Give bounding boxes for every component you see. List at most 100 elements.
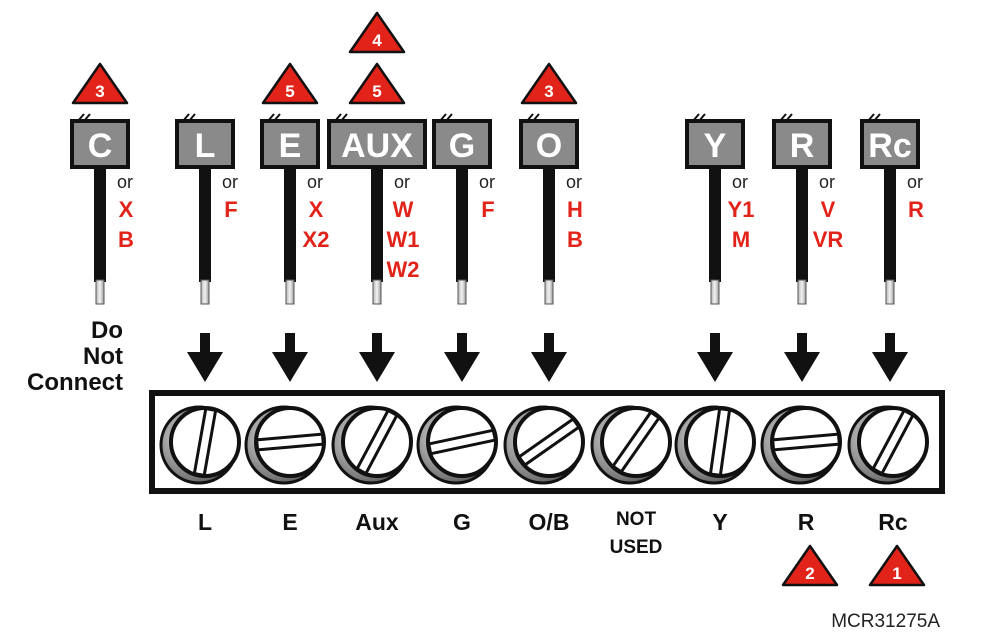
screw-slot	[426, 428, 498, 456]
alt-designation: Y1	[728, 197, 755, 222]
wire-pin	[200, 279, 210, 305]
wire-pin	[95, 279, 105, 305]
terminal-label-y: Y	[712, 509, 727, 535]
terminal-label: R	[798, 509, 815, 535]
terminal-label-o-b: O/B	[529, 509, 570, 535]
screw-slot	[610, 410, 662, 474]
alt-designation: F	[481, 197, 494, 222]
wire-insulation	[543, 150, 555, 282]
badge-number: 1	[892, 564, 901, 583]
wire-tag	[772, 119, 832, 169]
terminal-screw	[847, 405, 929, 485]
arrow-down-icon	[359, 333, 395, 382]
terminal-label-g: G	[453, 509, 471, 535]
terminal-screw	[331, 405, 413, 485]
wire-tag-label: G	[449, 127, 475, 165]
screw-slot	[708, 406, 732, 478]
alt-designation: M	[732, 227, 750, 252]
do-not-connect-line-1: Do	[91, 317, 123, 344]
wire-tag-label: L	[195, 127, 216, 165]
or-label: or	[117, 172, 133, 192]
badge-number: 5	[372, 82, 381, 101]
wire-tag-label: E	[279, 127, 302, 165]
note-badge: 3	[71, 62, 129, 105]
wire-tag	[175, 119, 235, 169]
wire-group: CorXB3LorFEorXX25AUXorWW1W245GorFOorHB3Y…	[70, 11, 924, 305]
wire-insulation	[371, 150, 383, 282]
arrow-down-icon	[872, 333, 908, 382]
wire-tag-label: C	[88, 127, 113, 165]
arrow-down-icon	[187, 333, 223, 382]
terminal-screw	[159, 405, 241, 485]
terminal-label-r: R2	[781, 509, 839, 587]
badge-number: 3	[95, 82, 104, 101]
warning-triangle-icon	[520, 62, 578, 105]
badge-number: 5	[285, 82, 294, 101]
warning-triangle-icon	[868, 544, 926, 587]
wire-insulation	[884, 150, 896, 282]
badge-number: 2	[805, 564, 814, 583]
figure-code: MCR31275A	[831, 611, 940, 632]
terminal-label: E	[282, 509, 297, 535]
wire-tag-label: R	[790, 127, 815, 165]
terminal-screw	[503, 405, 585, 485]
alt-designation: W1	[387, 227, 420, 252]
wire-insulation	[709, 150, 721, 282]
terminal-label: O/B	[529, 509, 570, 535]
or-label: or	[394, 172, 410, 192]
wire-insulation	[796, 150, 808, 282]
note-badge: 3	[520, 62, 578, 105]
or-label: or	[566, 172, 582, 192]
arrow-group	[187, 333, 908, 382]
terminal-note-badge: 1	[868, 544, 926, 587]
note-badge: 5	[261, 62, 319, 105]
wire-tag	[432, 119, 492, 169]
arrow-down-icon	[444, 333, 480, 382]
alt-designation: X2	[303, 227, 330, 252]
alt-designation: VR	[813, 227, 844, 252]
arrow-down-icon	[531, 333, 567, 382]
wire-pin	[885, 279, 895, 305]
arrow-down-icon	[697, 333, 733, 382]
terminal-label: G	[453, 509, 471, 535]
terminal-screw	[760, 405, 842, 485]
alt-designation: R	[908, 197, 924, 222]
wire-pin	[710, 279, 720, 305]
wire-insulation	[94, 150, 106, 282]
terminal-screw	[590, 405, 672, 485]
screw-slot	[255, 432, 325, 452]
wire-pin	[285, 279, 295, 305]
warning-triangle-icon	[781, 544, 839, 587]
alt-designation: W	[393, 197, 414, 222]
alt-designation: B	[567, 227, 583, 252]
warning-triangle-icon	[348, 11, 406, 54]
screw-slot	[355, 408, 399, 476]
or-label: or	[819, 172, 835, 192]
warning-triangle-icon	[261, 62, 319, 105]
alt-designation: V	[821, 197, 836, 222]
terminal-label: Y	[712, 509, 727, 535]
wire-pin	[544, 279, 554, 305]
terminal-label-line: NOT	[616, 509, 657, 530]
terminal-screw	[674, 405, 756, 485]
terminal-label-e: E	[282, 509, 297, 535]
or-label: or	[732, 172, 748, 192]
alt-designation: X	[309, 197, 324, 222]
wire-pin	[372, 279, 382, 305]
wire-insulation	[199, 150, 211, 282]
wire-tag	[519, 119, 579, 169]
screw-group	[159, 405, 929, 485]
or-label: or	[307, 172, 323, 192]
wire-tag	[685, 119, 745, 169]
